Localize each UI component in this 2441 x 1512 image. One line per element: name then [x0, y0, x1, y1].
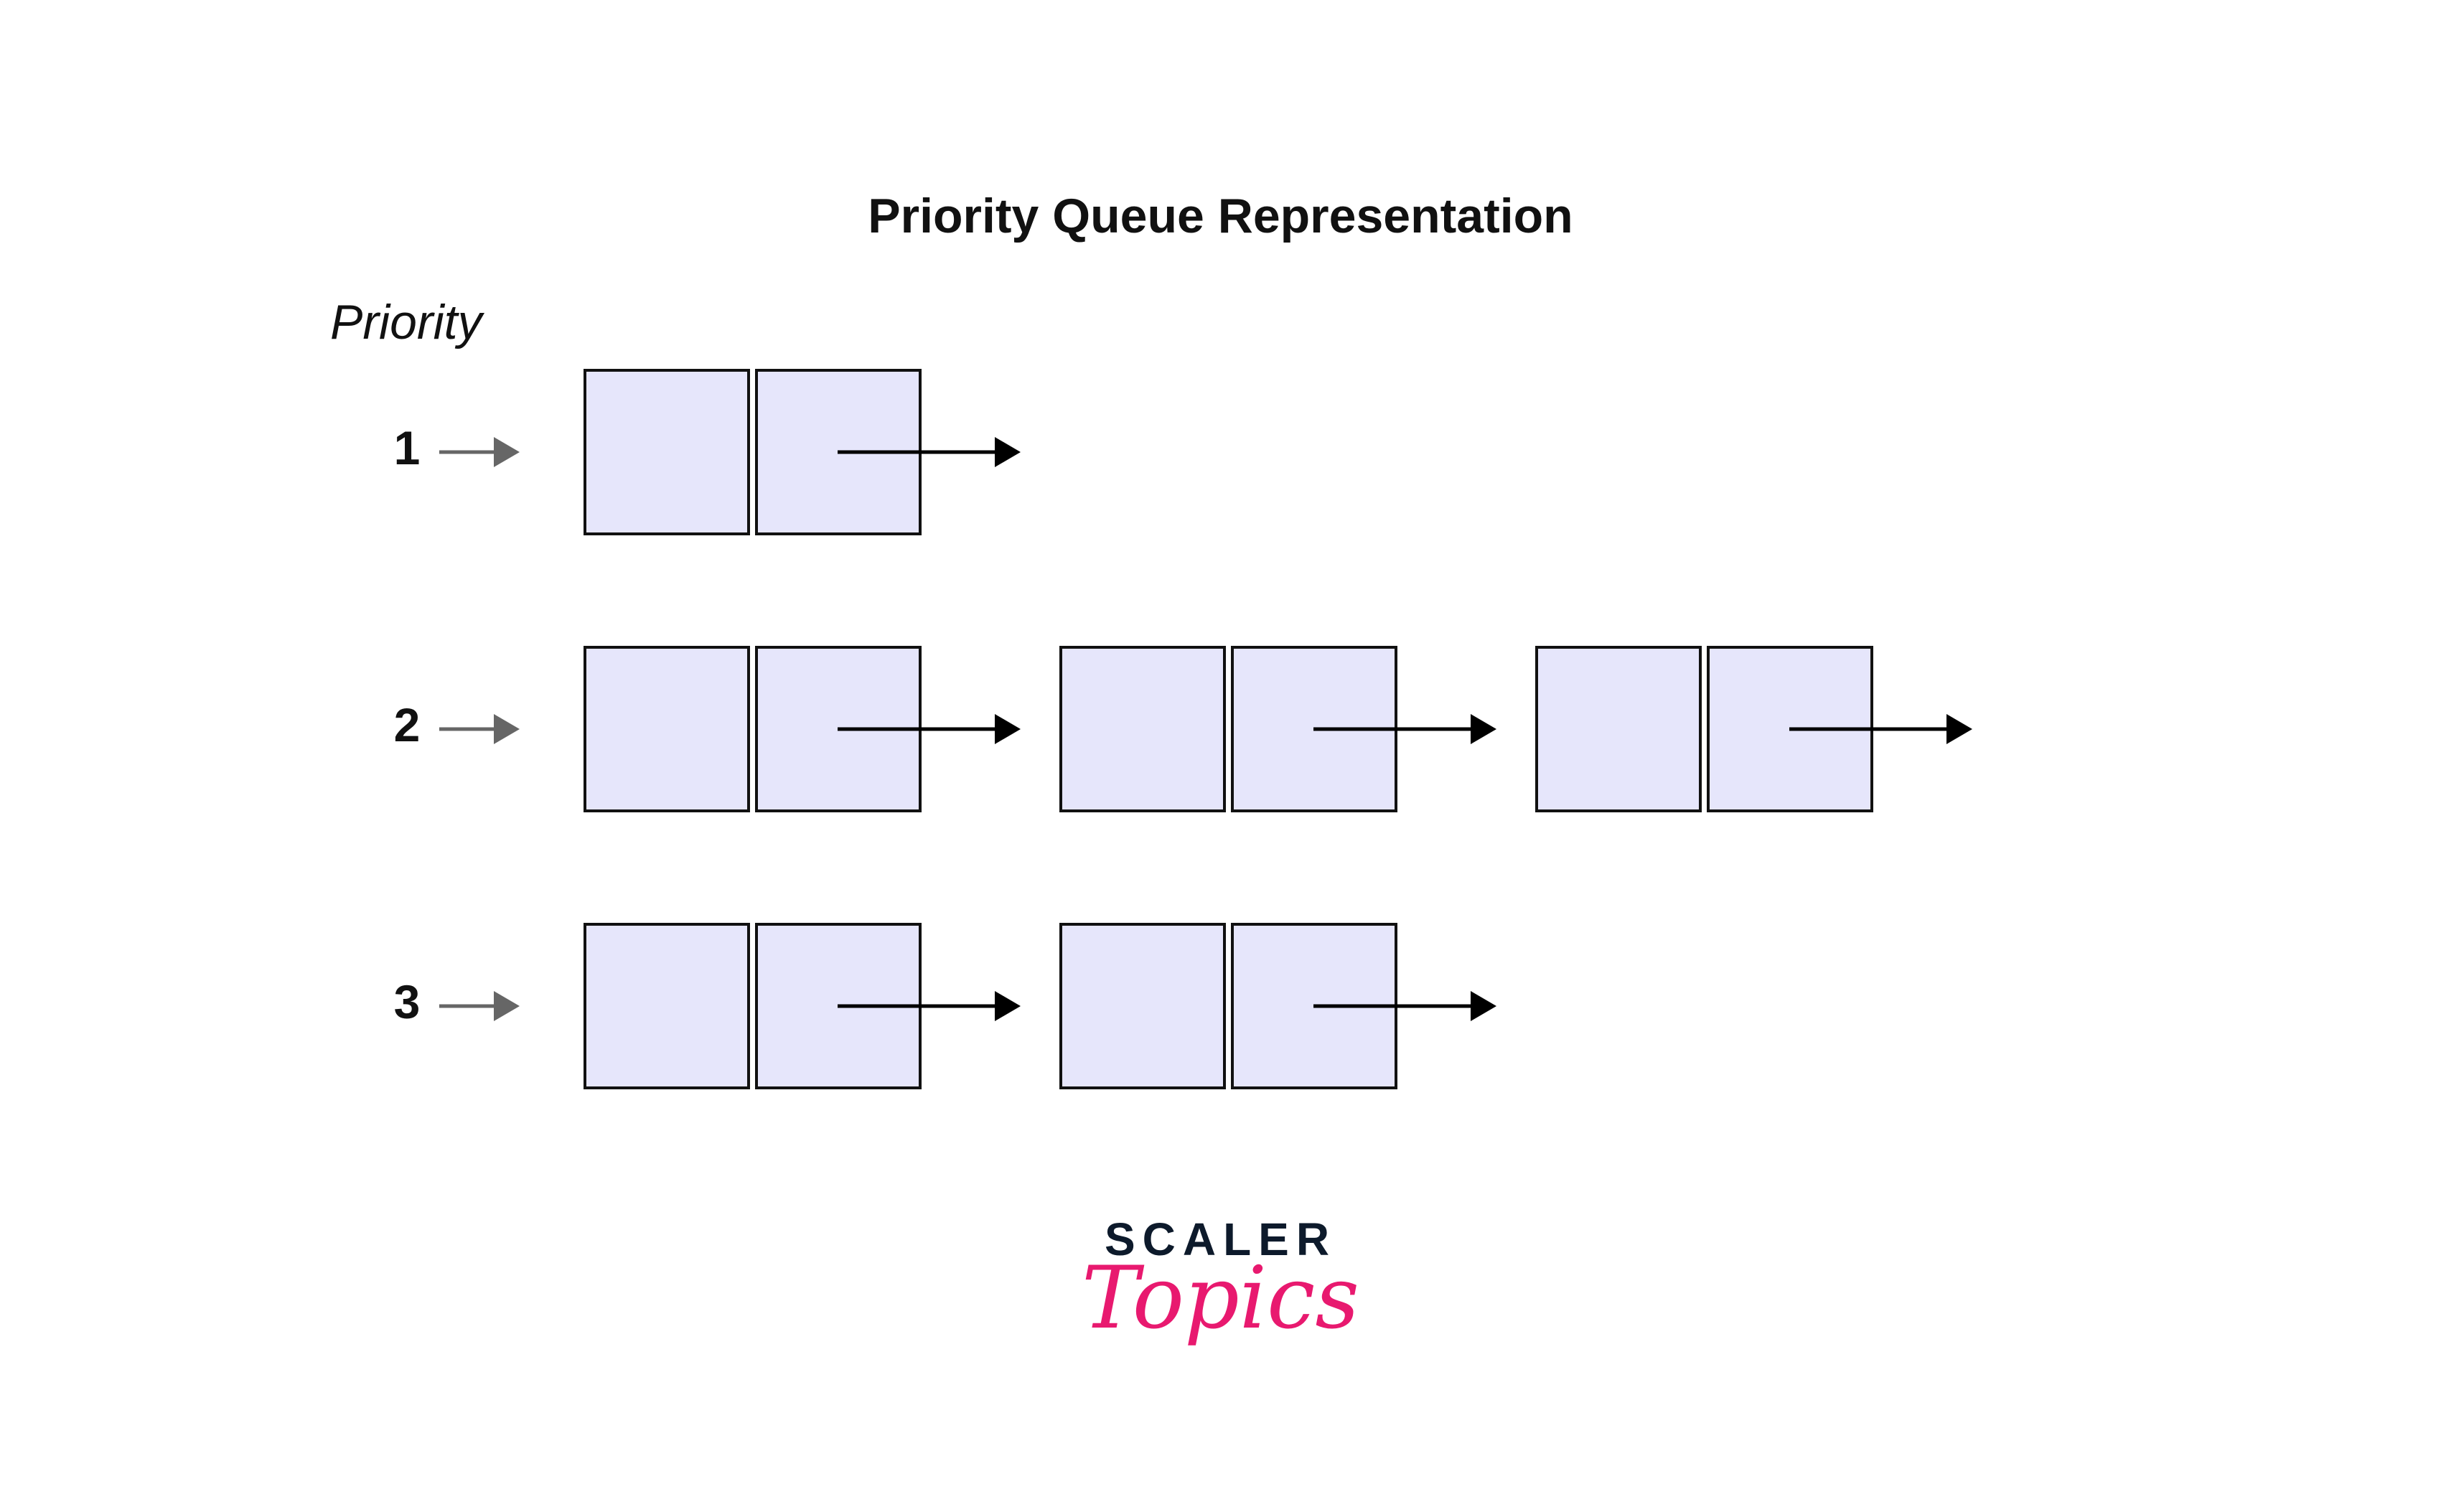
node-data-cell — [1059, 646, 1226, 812]
next-pointer-arrowhead — [1471, 714, 1496, 744]
next-pointer-arrowhead — [995, 437, 1021, 467]
node-data-cell — [1059, 923, 1226, 1089]
logo-scaler-text: SCALER — [1104, 1213, 1337, 1265]
priority-label-1: 1 — [393, 421, 421, 474]
logo-topics-text: Topics — [1082, 1249, 1359, 1348]
next-pointer-arrowhead — [1946, 714, 1972, 744]
node-data-cell — [584, 369, 750, 535]
priority-arrow-head — [494, 714, 520, 744]
priority-heading: Priority — [330, 295, 482, 349]
priority-arrow-head — [494, 437, 520, 467]
priority-label-2: 2 — [393, 698, 421, 751]
node-data-cell — [584, 923, 750, 1089]
priority-label-3: 3 — [393, 975, 421, 1028]
next-pointer-arrowhead — [995, 991, 1021, 1021]
node-data-cell — [1535, 646, 1702, 812]
next-pointer-arrowhead — [995, 714, 1021, 744]
priority-arrow-head — [494, 991, 520, 1021]
diagram-title: Priority Queue Representation — [868, 189, 1573, 243]
node-data-cell — [584, 646, 750, 812]
next-pointer-arrowhead — [1471, 991, 1496, 1021]
